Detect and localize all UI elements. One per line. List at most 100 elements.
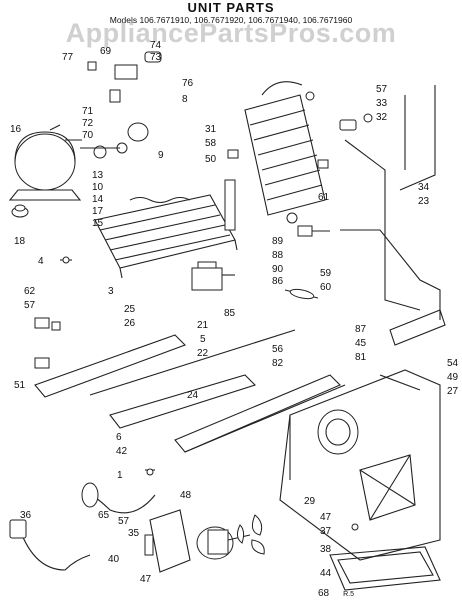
power-cord-36 — [9, 482, 156, 571]
thermostat-61 — [317, 159, 329, 169]
callout-86: 86 — [272, 276, 284, 287]
callout-18: 18 — [14, 236, 26, 247]
callout-85: 85 — [224, 308, 236, 319]
callout-70: 70 — [82, 130, 94, 141]
evaporator-coil — [244, 81, 326, 216]
callout-59: 59 — [320, 268, 332, 279]
callout-35: 35 — [128, 528, 140, 539]
callout-61: 61 — [318, 192, 330, 203]
callout-69: 69 — [100, 46, 112, 57]
callout-76: 76 — [182, 78, 194, 89]
drain-tube-54 — [379, 309, 446, 391]
callout-81: 81 — [355, 352, 367, 363]
fastener-1 — [145, 468, 155, 476]
model-numbers: Models 106.7671910, 106.7671920, 106.767… — [109, 15, 353, 25]
callout-15: 15 — [92, 218, 104, 229]
callout-13: 13 — [92, 170, 104, 181]
condenser-coil — [94, 194, 238, 279]
callout-3: 3 — [108, 286, 114, 297]
callout-50: 50 — [205, 154, 217, 165]
drain-pan-68 — [329, 546, 441, 591]
compressor — [8, 124, 82, 201]
callout-23: 23 — [418, 196, 430, 207]
callout-89: 89 — [272, 236, 284, 247]
callout-54: 54 — [447, 358, 459, 369]
drier-59 — [284, 288, 319, 300]
bracket-48 — [144, 509, 191, 573]
callout-33: 33 — [376, 98, 388, 109]
callout-42: 42 — [116, 446, 128, 457]
relay-cluster — [80, 51, 162, 159]
callout-68: 68 — [318, 588, 330, 599]
callout-45: 45 — [355, 338, 367, 349]
callout-60: 60 — [320, 282, 332, 293]
fan-housing-27 — [279, 369, 441, 561]
callout-44: 44 — [320, 568, 332, 579]
callout-29: 29 — [304, 496, 316, 507]
callout-25: 25 — [124, 304, 136, 315]
screw-47 — [351, 523, 359, 531]
fastener-4 — [60, 256, 72, 264]
callout-90: 90 — [272, 264, 284, 275]
terminal-89 — [286, 212, 330, 237]
callout-1: 1 — [117, 470, 123, 481]
clips-62 — [34, 317, 61, 331]
callout-16: 16 — [10, 124, 22, 135]
block-58 — [227, 149, 239, 159]
callout-58: 58 — [205, 138, 217, 149]
callout-74: 74 — [150, 40, 162, 51]
callout-88: 88 — [272, 250, 284, 261]
fan-motor-38 — [196, 526, 251, 560]
base-frame — [34, 329, 346, 453]
callout-87: 87 — [355, 324, 367, 335]
callout-71: 71 — [82, 106, 94, 117]
callout-9: 9 — [158, 150, 164, 161]
callout-49: 49 — [447, 372, 459, 383]
callout-38: 38 — [320, 544, 332, 555]
callout-73: 73 — [150, 52, 162, 63]
timer-85 — [191, 261, 235, 291]
callout-62: 62 — [24, 286, 36, 297]
callout-37: 37 — [320, 526, 332, 537]
callout-32: 32 — [376, 112, 388, 123]
callout-47: 47 — [140, 574, 152, 585]
watermark: AppliancePartsPros.com — [65, 18, 397, 48]
callout-40: 40 — [108, 554, 120, 565]
callout-47: 47 — [320, 512, 332, 523]
callout-14: 14 — [92, 194, 104, 205]
callout-57: 57 — [24, 300, 36, 311]
callout-34: 34 — [418, 182, 430, 193]
callout-65: 65 — [98, 510, 110, 521]
callout-77: 77 — [62, 52, 74, 63]
callout-27: 27 — [447, 386, 459, 397]
callout-31: 31 — [205, 124, 217, 135]
page-code: R.5 — [343, 591, 354, 598]
capillary-tube-34 — [340, 85, 441, 320]
callout-72: 72 — [82, 118, 94, 129]
callout-36: 36 — [20, 510, 32, 521]
callout-17: 17 — [92, 206, 104, 217]
callout-5: 5 — [200, 334, 206, 345]
callout-26: 26 — [124, 318, 136, 329]
callout-21: 21 — [197, 320, 209, 331]
grommet-18 — [11, 204, 29, 218]
callout-6: 6 — [116, 432, 122, 443]
callout-22: 22 — [197, 348, 209, 359]
callout-57: 57 — [376, 84, 388, 95]
callout-56: 56 — [272, 344, 284, 355]
callout-24: 24 — [187, 390, 199, 401]
callout-8: 8 — [182, 94, 188, 105]
fitting-57 — [339, 113, 373, 131]
bracket-51 — [34, 357, 50, 369]
callout-48: 48 — [180, 490, 192, 501]
callout-4: 4 — [38, 256, 44, 267]
callout-82: 82 — [272, 358, 284, 369]
callout-57: 57 — [118, 516, 130, 527]
callout-51: 51 — [14, 380, 26, 391]
diagram-title: UNIT PARTS — [187, 0, 275, 15]
heater-50 — [224, 179, 236, 231]
callout-10: 10 — [92, 182, 104, 193]
fan-blade-37 — [236, 514, 265, 555]
